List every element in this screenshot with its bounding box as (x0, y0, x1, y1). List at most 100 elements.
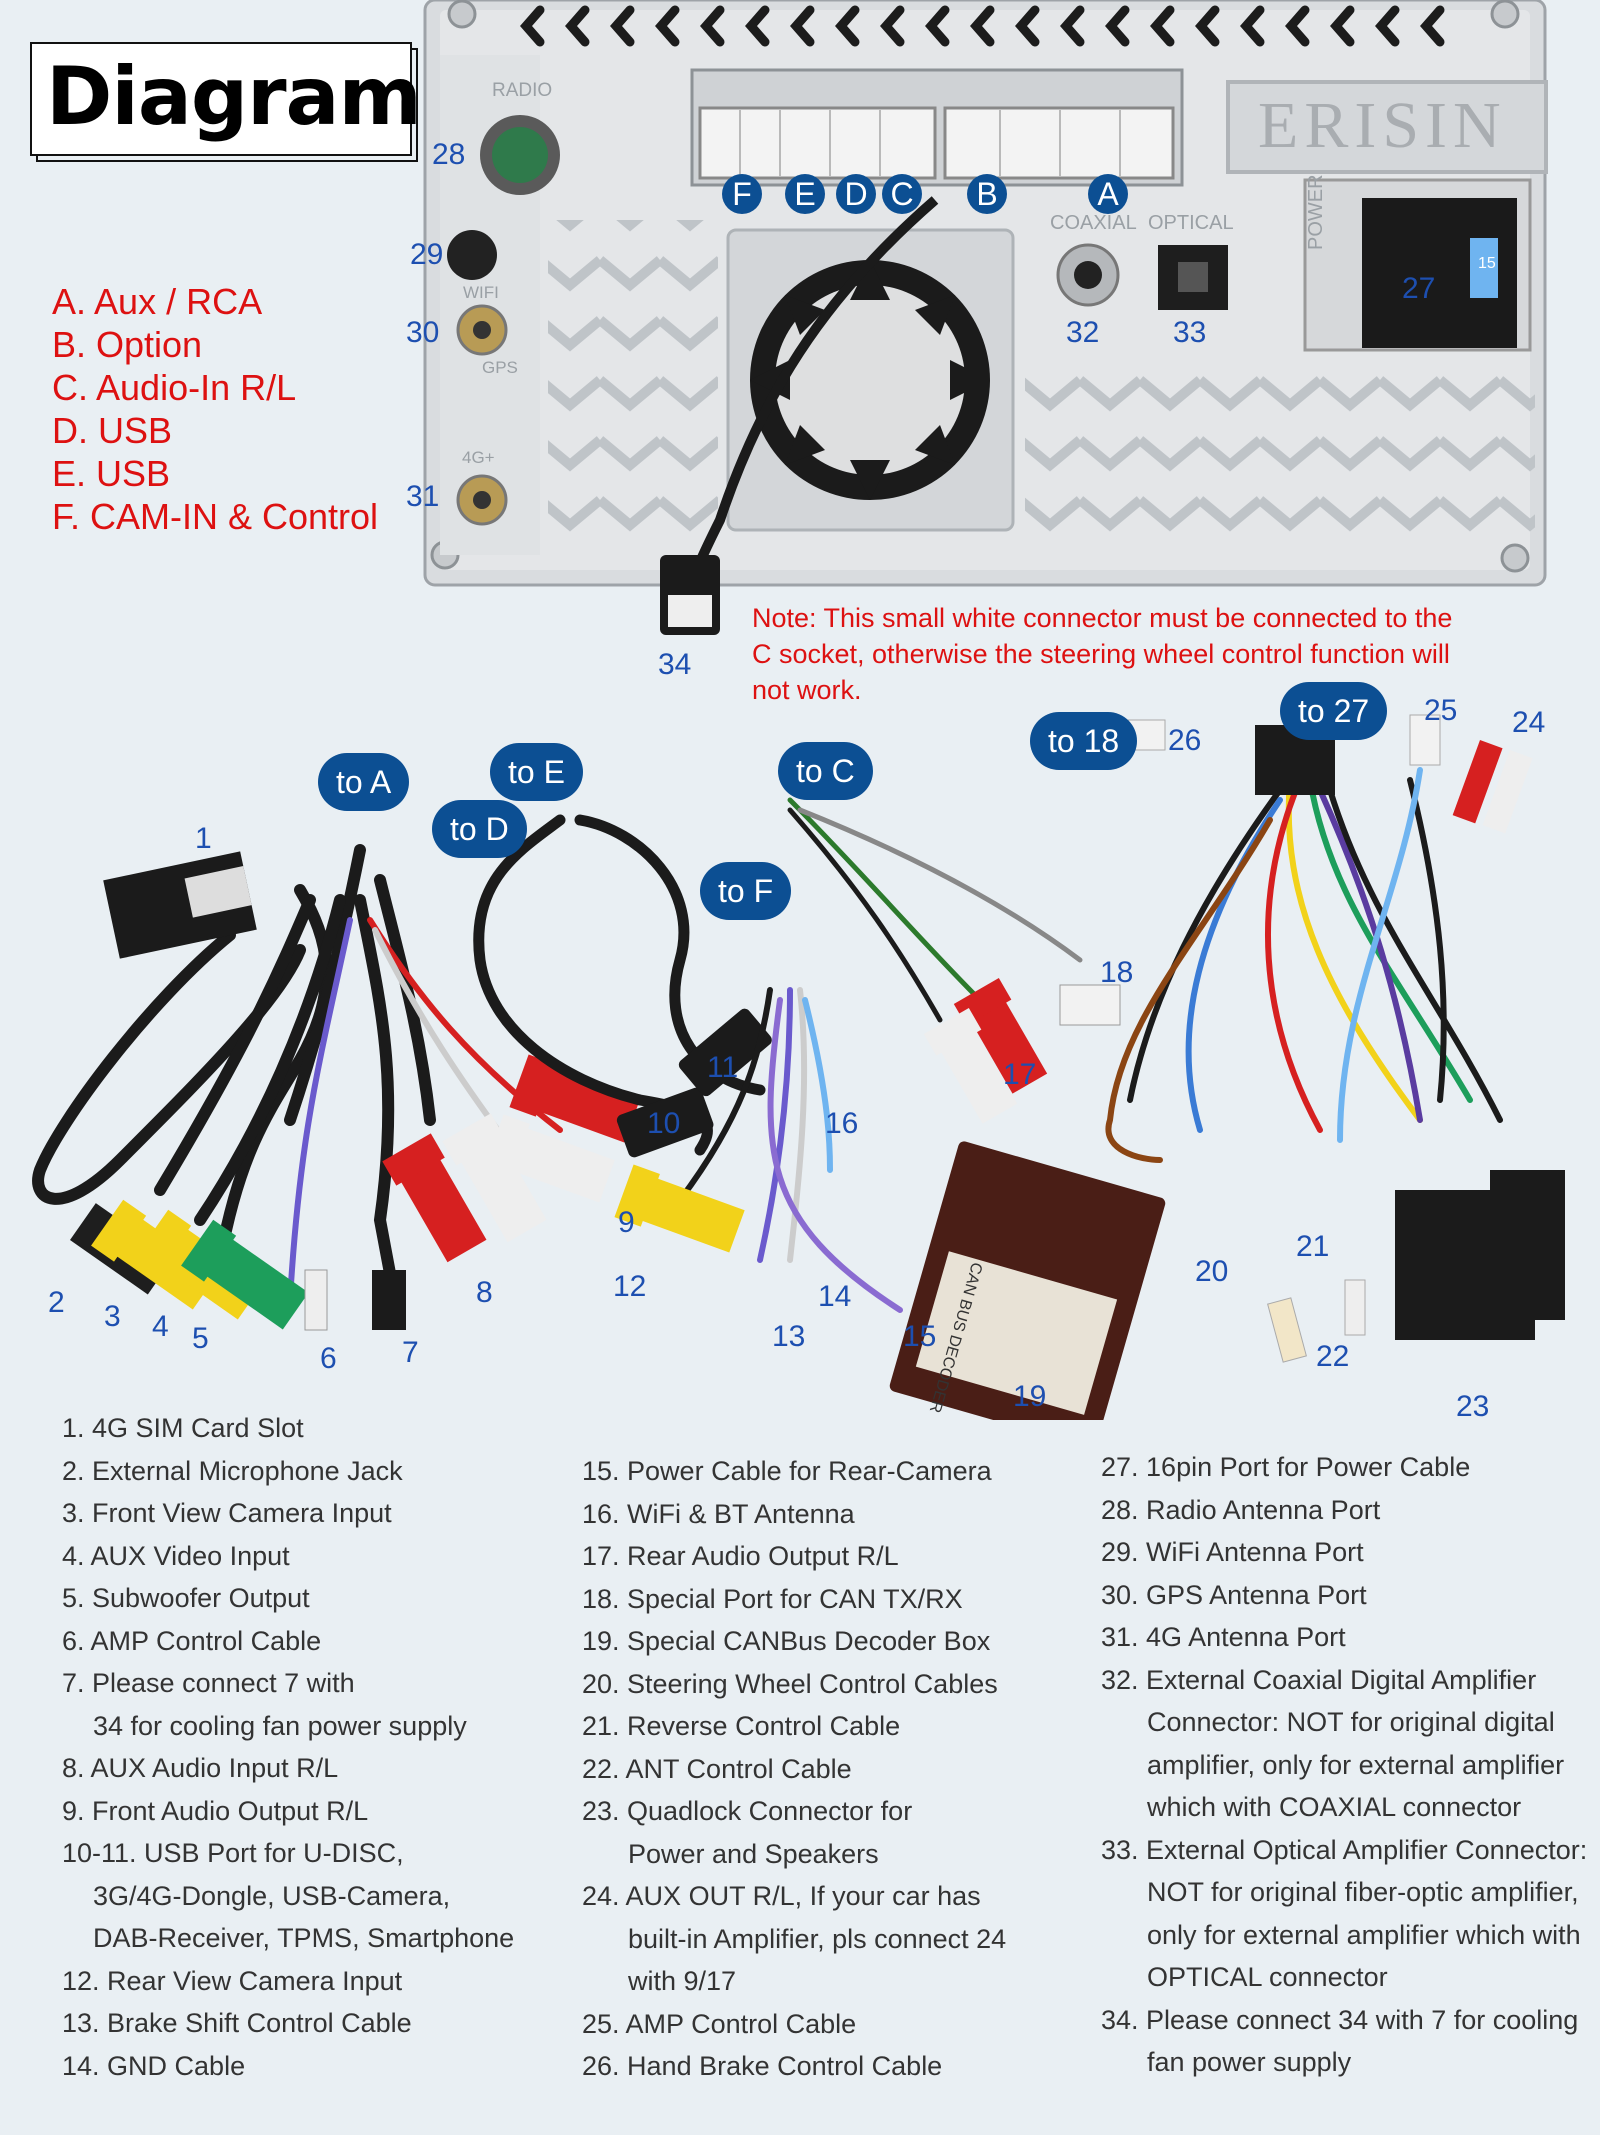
callout-2: 2 (48, 1286, 65, 1319)
list-item: 27. 16pin Port for Power Cable (1101, 1452, 1471, 1482)
optical-port-label: OPTICAL (1148, 212, 1234, 234)
callout-7: 7 (402, 1336, 419, 1369)
list-item: 7. Please connect 7 with (62, 1668, 355, 1698)
list-item: 9. Front Audio Output R/L (62, 1795, 369, 1826)
brand-logo: ERISIN (1258, 89, 1507, 162)
list-item: 20. Steering Wheel Control Cables (582, 1668, 998, 1699)
list-item: 23. Quadlock Connector for (582, 1796, 913, 1826)
list-item: 18. Special Port for CAN TX/RX (582, 1583, 963, 1614)
list-item-continued: fan power supply (1147, 2047, 1352, 2077)
list-item: 25. AMP Control Cable (582, 2008, 857, 2039)
list-item: 13. Brake Shift Control Cable (62, 2008, 412, 2038)
list-item: 15. Power Cable for Rear-Camera (582, 1456, 992, 1486)
callout-25: 25 (1424, 694, 1458, 727)
head-unit-back-panel (423, 0, 1548, 635)
list-item-continued: 3G/4G-Dongle, USB-Camera, (93, 1880, 451, 1911)
socket-d-badge: D (836, 174, 876, 214)
callout-28: 28 (432, 138, 466, 171)
tag-to-27: to 27 (1280, 682, 1388, 740)
title-frame (30, 42, 412, 156)
list-item-continued: Power and Speakers (628, 1838, 879, 1869)
tag-to-c: to C (778, 742, 873, 800)
legend-item-c: C. Audio-In R/L (52, 367, 297, 408)
callout-12: 12 (613, 1270, 647, 1303)
list-item: 24. AUX OUT R/L, If your car has (582, 1881, 981, 1911)
socket-e-badge: E (785, 174, 825, 214)
list-item: 33. External Optical Amplifier Connector… (1101, 1834, 1588, 1865)
callout-29: 29 (410, 238, 444, 271)
socket-b-badge: B (967, 174, 1007, 214)
callout-15: 15 (903, 1320, 937, 1353)
callout-10: 10 (647, 1107, 681, 1140)
callout-23: 23 (1456, 1390, 1490, 1423)
legend-item-f: F. CAM-IN & Control (52, 496, 379, 537)
list-item: 30. GPS Antenna Port (1101, 1579, 1367, 1610)
callout-6: 6 (320, 1342, 337, 1375)
list-item-continued: NOT for original fiber-optic amplifier, (1147, 1877, 1579, 1907)
callout-3: 3 (104, 1300, 121, 1333)
callout-14: 14 (818, 1280, 852, 1313)
radio-port-label: RADIO (492, 80, 553, 101)
callout-8: 8 (476, 1276, 493, 1309)
list-item-continued: which with COAXIAL connector (1147, 1792, 1522, 1822)
socket-legend: A. Aux / RCA B. Option C. Audio-In R/L D… (52, 280, 378, 538)
list-item: 28. Radio Antenna Port (1101, 1494, 1381, 1525)
parts-list-column-1: 1. 4G SIM Card Slot 2. External Micropho… (62, 1407, 514, 2087)
list-item: 5. Subwoofer Output (62, 1583, 310, 1613)
list-item-continued: OPTICAL connector (1147, 1962, 1388, 1992)
list-item: 14. GND Cable (62, 2050, 246, 2081)
list-item: 21. Reverse Control Cable (582, 1711, 901, 1741)
list-item-continued: with 9/17 (628, 1966, 737, 1996)
list-item: 22. ANT Control Cable (582, 1753, 852, 1784)
list-item: 26. Hand Brake Control Cable (582, 2051, 943, 2081)
tag-to-e: to E (490, 743, 583, 801)
callout-34: 34 (658, 648, 692, 681)
callout-33: 33 (1173, 316, 1207, 349)
callout-21: 21 (1296, 1230, 1330, 1263)
list-item: 29. WiFi Antenna Port (1101, 1537, 1364, 1567)
tag-to-f: to F (700, 862, 792, 920)
wifi-port-label: WIFI (463, 283, 499, 302)
list-item-continued: Connector: NOT for original digital (1147, 1707, 1555, 1737)
parts-list-column-3: 27. 16pin Port for Power Cable 28. Radio… (1101, 1446, 1587, 2084)
page-title: Diagram (46, 50, 422, 143)
socket-f-badge: F (722, 174, 762, 214)
parts-list-column-2: 15. Power Cable for Rear-Camera 16. WiFi… (582, 1450, 1006, 2088)
tag-to-a: to A (318, 753, 410, 811)
callout-22: 22 (1316, 1340, 1350, 1373)
callout-5: 5 (192, 1322, 209, 1355)
socket-c-badge: C (882, 174, 922, 214)
list-item: 10-11. USB Port for U-DISC, (62, 1838, 404, 1868)
callout-16: 16 (825, 1107, 859, 1140)
list-item: 4. AUX Video Input (62, 1540, 290, 1571)
callout-13: 13 (772, 1320, 806, 1353)
list-item: 32. External Coaxial Digital Amplifier (1101, 1664, 1537, 1695)
list-item: 3. Front View Camera Input (62, 1498, 392, 1528)
list-item: 6. AMP Control Cable (62, 1625, 322, 1656)
list-item: 16. WiFi & BT Antenna (582, 1498, 855, 1529)
legend-item-d: D. USB (52, 410, 173, 451)
callout-11: 11 (707, 1051, 739, 1084)
cable-harness-illustration (32, 714, 1565, 1420)
list-item: 34. Please connect 34 with 7 for cooling (1101, 2004, 1579, 2035)
lte-port-label: 4G+ (462, 448, 495, 467)
list-item-continued: amplifier, only for external amplifier (1147, 1749, 1565, 1780)
gps-port-label: GPS (482, 358, 518, 377)
callout-20: 20 (1195, 1255, 1229, 1288)
callout-18: 18 (1100, 956, 1134, 989)
power-port-label: POWER (1305, 174, 1327, 250)
list-item-continued: only for external amplifier which with (1147, 1919, 1581, 1950)
list-item: 12. Rear View Camera Input (62, 1965, 403, 1996)
callout-27: 27 (1402, 272, 1436, 305)
callout-9: 9 (618, 1206, 635, 1239)
legend-item-a: A. Aux / RCA (52, 281, 263, 322)
callout-24: 24 (1512, 706, 1546, 739)
coaxial-port-label: COAXIAL (1050, 212, 1137, 234)
legend-item-b: B. Option (52, 324, 203, 365)
connection-note: Note: This small white connector must be… (752, 603, 1453, 705)
callout-1: 1 (195, 822, 212, 855)
tag-to-18: to 18 (1030, 712, 1138, 770)
list-item: 19. Special CANBus Decoder Box (582, 1626, 991, 1656)
legend-item-e: E. USB (52, 453, 171, 494)
callout-19: 19 (1013, 1380, 1047, 1413)
